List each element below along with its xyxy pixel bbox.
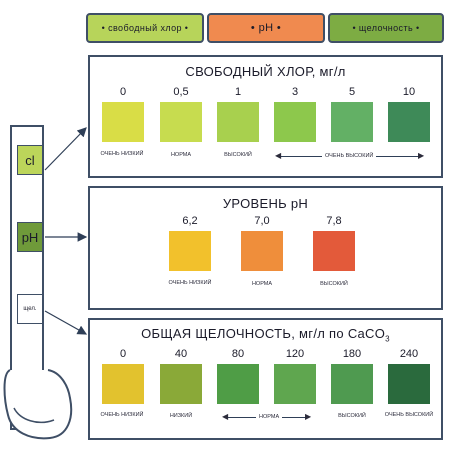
chlorine-swatch [102,102,144,142]
chlorine-caption-normal: норма [170,152,192,158]
alkalinity-swatch [217,364,259,404]
chlorine-swatch [331,102,373,142]
chlorine-range-right-arrow: ▶ [418,151,425,160]
chlorine-value: 1 [234,86,242,98]
ph-caption-high: высокий [320,281,348,287]
ph-swatch [241,231,283,271]
ph-value: 7,0 [254,215,270,227]
strip-pad-alkalinity-label: щел. [23,306,37,312]
ph-caption-normal: норма [251,281,273,287]
tab-ph[interactable]: • pH • [207,13,325,43]
chlorine-title: СВОБОДНЫЙ ХЛОР, мг/л [185,64,346,79]
ph-title: УРОВЕНЬ pH [222,196,309,211]
alkalinity-swatch [160,364,202,404]
alkalinity-caption-normal: норма [256,414,283,420]
chlorine-value: 5 [348,86,356,98]
chlorine-caption-very-high: очень высокий [322,153,377,159]
tab-free-chlorine-label: • свободный хлор • [101,23,189,33]
alkalinity-value: 120 [285,348,305,360]
alkalinity-value: 0 [119,348,127,360]
alkalinity-swatch [102,364,144,404]
ph-swatch [313,231,355,271]
chlorine-caption-high: высокий [224,152,252,158]
alkalinity-swatch [388,364,430,404]
alkalinity-value: 80 [231,348,245,360]
strip-pad-alkalinity: щел. [17,294,43,324]
ph-swatch [169,231,211,271]
strip-pad-chlorine: cl [17,145,43,175]
alkalinity-caption-high: высокий [338,413,366,419]
tab-free-chlorine[interactable]: • свободный хлор • [86,13,204,43]
panel-ph: УРОВЕНЬ pH 6,2 7,0 7,8 очень низкий норм… [88,186,443,310]
finger-icon [3,369,73,440]
chlorine-caption-very-low: очень низкий [100,151,144,157]
chlorine-range-left-arrow: ◀ [275,151,282,160]
strip-pad-ph-label: pH [21,229,39,245]
alkalinity-caption-very-high: очень высокий [384,412,434,418]
chlorine-value: 0 [119,86,127,98]
alkalinity-title-sub: 3 [385,334,390,344]
arrow-alkalinity [44,310,88,335]
alkalinity-swatch [331,364,373,404]
alkalinity-caption-low: низкий [169,413,193,419]
alkalinity-range-right-arrow: ▶ [305,412,312,421]
chlorine-value: 10 [402,86,416,98]
chlorine-swatch [217,102,259,142]
alkalinity-range-left-arrow: ◀ [222,412,229,421]
ph-value: 6,2 [182,215,198,227]
chlorine-swatch [388,102,430,142]
panel-free-chlorine: СВОБОДНЫЙ ХЛОР, мг/л 0 0,5 1 3 5 10 очен… [88,55,443,178]
alkalinity-swatch [274,364,316,404]
chlorine-value: 3 [291,86,299,98]
chlorine-swatch [160,102,202,142]
alkalinity-value: 40 [174,348,188,360]
ph-caption-very-low: очень низкий [168,280,212,286]
chlorine-swatch [274,102,316,142]
tab-ph-label: • pH • [250,22,282,34]
tab-alkalinity[interactable]: • щелочность • [328,13,444,43]
strip-pad-ph: pH [17,222,43,252]
alkalinity-title: ОБЩАЯ ЩЕЛОЧНОСТЬ, мг/л по CaCO3 [90,326,441,344]
chlorine-value: 0,5 [173,86,189,98]
strip-pad-chlorine-label: cl [25,152,35,168]
alkalinity-value: 180 [342,348,362,360]
alkalinity-caption-very-low: очень низкий [100,412,144,418]
tab-alkalinity-label: • щелочность • [352,23,420,33]
panel-alkalinity: ОБЩАЯ ЩЕЛОЧНОСТЬ, мг/л по CaCO3 0 40 80 … [88,318,443,440]
alkalinity-title-text: ОБЩАЯ ЩЕЛОЧНОСТЬ, мг/л по CaCO [141,326,386,341]
alkalinity-value: 240 [399,348,419,360]
arrow-chlorine [44,127,87,171]
ph-value: 7,8 [326,215,342,227]
